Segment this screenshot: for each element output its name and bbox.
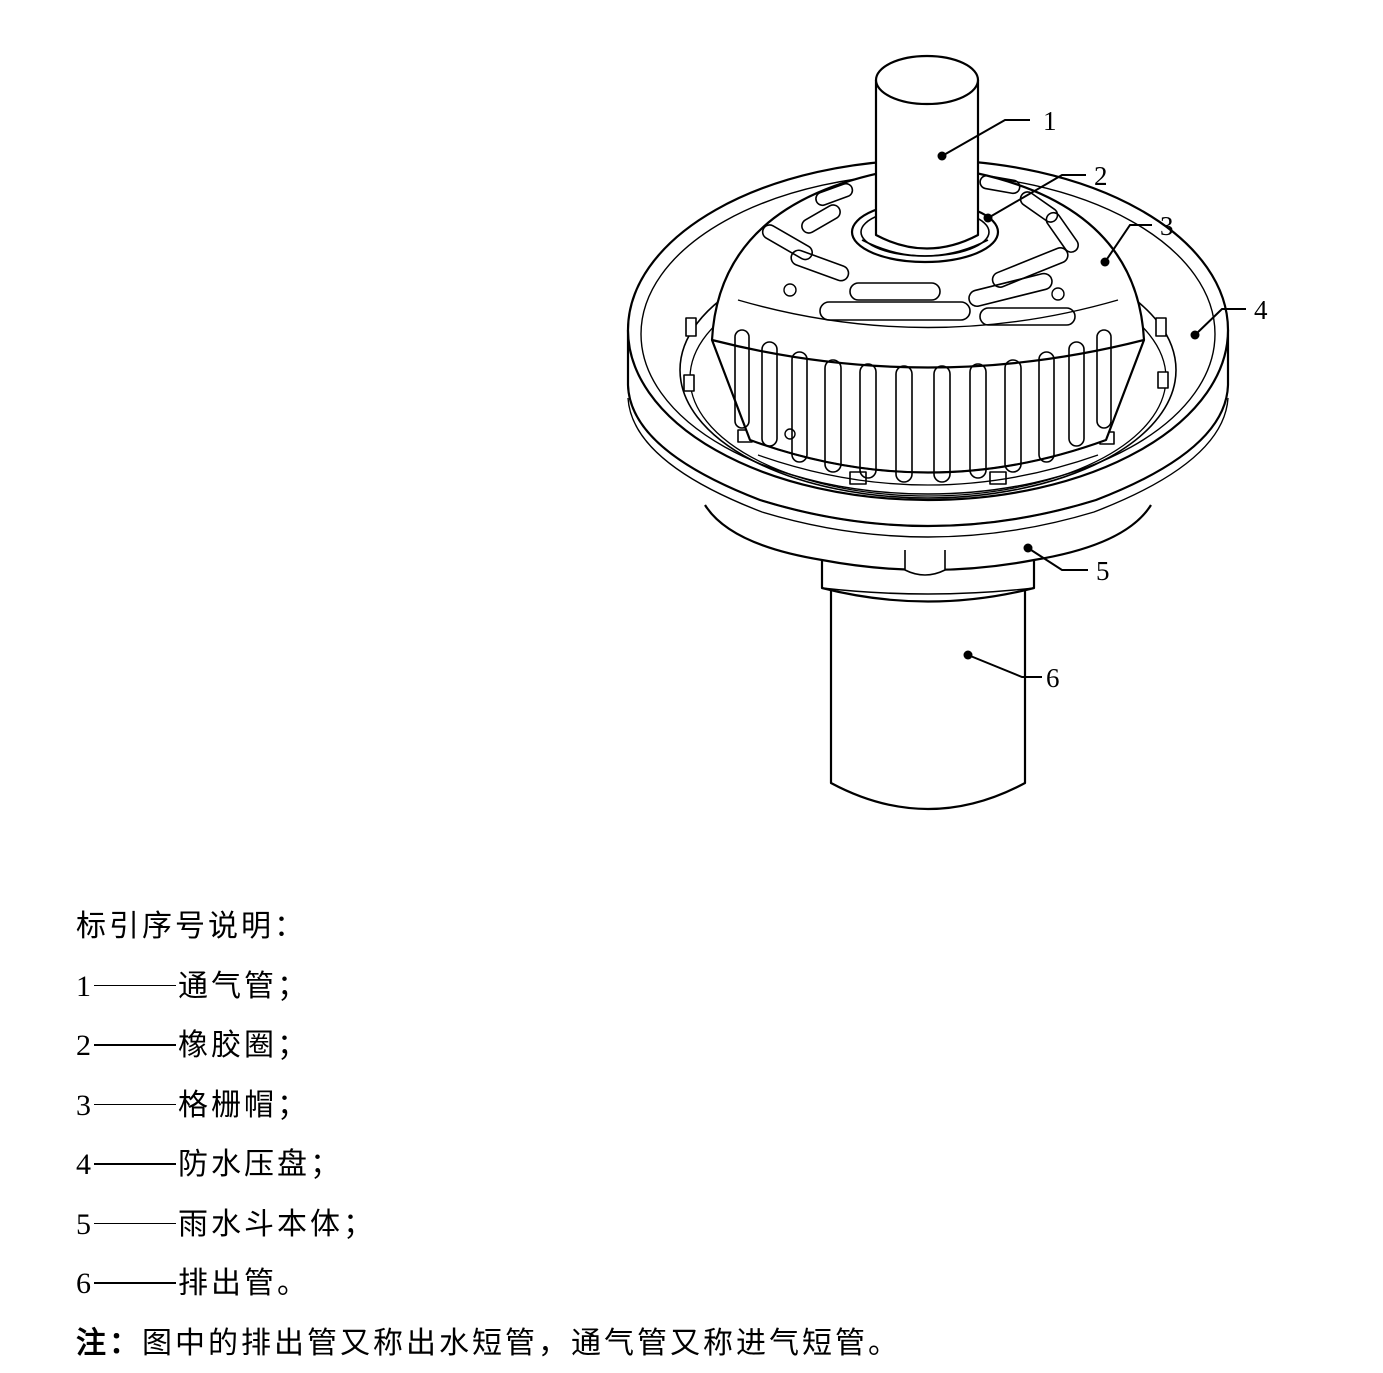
legend-item-label: 格栅帽； [178,1088,310,1123]
em-dash [94,1223,176,1225]
legend-title: 标引序号说明： [76,897,1176,957]
em-dash [94,1044,176,1046]
legend-item: 1 通气管； [76,957,1176,1017]
rain-hopper-drawing: 1 2 3 4 5 6 [0,0,1383,870]
callout-number: 5 [1096,556,1110,586]
legend-item-label: 通气管； [178,969,310,1004]
legend-item-number: 3 [76,1089,91,1122]
note: 注：图中的排出管又称出水短管，通气管又称进气短管。 [76,1314,1176,1373]
note-text: 图中的排出管又称出水短管，通气管又称进气短管。 [142,1326,901,1361]
legend-item-label: 橡胶圈； [178,1028,310,1063]
callout-number: 4 [1254,295,1268,325]
em-dash [94,1104,176,1106]
em-dash [94,985,176,987]
em-dash [94,1282,176,1284]
em-dash [94,1163,176,1165]
legend-item-number: 5 [76,1208,91,1241]
outlet-pipe [822,556,1034,809]
legend-item-number: 4 [76,1148,91,1181]
legend-item: 3 格栅帽； [76,1076,1176,1136]
legend-item-label: 防水压盘； [178,1147,343,1182]
note-label: 注： [76,1326,142,1361]
legend-item-number: 1 [76,970,91,1003]
callout-number: 1 [1043,106,1057,136]
legend-item: 4 防水压盘； [76,1135,1176,1195]
vent-pipe [876,56,978,249]
legend-item-label: 雨水斗本体； [178,1207,376,1242]
legend-item: 2 橡胶圈； [76,1016,1176,1076]
legend-item: 6 排出管。 [76,1254,1176,1314]
callout-number: 3 [1160,211,1174,241]
legend-item-number: 2 [76,1029,91,1062]
legend: 标引序号说明： 1 通气管； 2 橡胶圈； 3 格栅帽； 4 防水压盘； 5 雨水斗本体；… [76,897,1176,1373]
legend-item-number: 6 [76,1267,91,1300]
callout-number: 6 [1046,663,1060,693]
legend-item: 5 雨水斗本体； [76,1195,1176,1255]
legend-item-label: 排出管。 [178,1266,310,1301]
callout-number: 2 [1094,161,1108,191]
